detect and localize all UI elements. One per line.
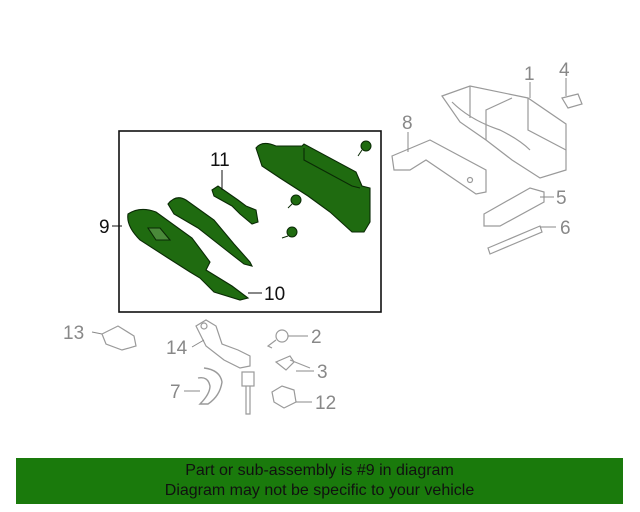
callout-6: 6 — [560, 218, 571, 239]
instrument-panel-bracket — [441, 85, 567, 179]
striker-13 — [101, 325, 137, 351]
banner-line-1: Part or sub-assembly is #9 in diagram — [185, 462, 454, 479]
callout-3: 3 — [317, 362, 328, 383]
screw-2 — [266, 329, 289, 349]
callout-8: 8 — [402, 113, 413, 134]
clip-4 — [561, 93, 583, 109]
callout-10: 10 — [264, 284, 285, 305]
bolts — [281, 140, 372, 239]
strip-5 — [483, 187, 545, 227]
grommet-12 — [271, 385, 297, 409]
wire-clip-7 — [197, 367, 223, 405]
callout-14: 14 — [166, 338, 188, 359]
callout-1: 1 — [524, 64, 535, 85]
lock-cylinder-14 — [195, 319, 255, 415]
sub-assembly-box — [118, 130, 382, 313]
strip-6 — [487, 225, 543, 255]
glove-box-inner-panel — [167, 197, 254, 267]
bolt-3 — [274, 355, 311, 371]
info-banner: Part or sub-assembly is #9 in diagram Di… — [16, 458, 623, 504]
callout-4: 4 — [559, 60, 570, 81]
damper-11 — [211, 185, 259, 225]
glove-box-door — [127, 208, 250, 301]
leader-lines — [91, 78, 567, 403]
parts-diagram: 1 4 8 5 6 9 11 10 13 14 7 2 3 12 — [63, 60, 583, 415]
callout-2: 2 — [311, 327, 322, 348]
callout-7: 7 — [170, 382, 181, 403]
callout-9: 9 — [99, 217, 110, 238]
callout-11: 11 — [210, 150, 230, 171]
callout-13: 13 — [63, 323, 84, 344]
banner-line-2: Diagram may not be specific to your vehi… — [164, 482, 475, 499]
callout-5: 5 — [556, 188, 567, 209]
callout-12: 12 — [315, 393, 336, 414]
bracket-8 — [391, 139, 487, 195]
glove-box-bin — [255, 142, 371, 233]
